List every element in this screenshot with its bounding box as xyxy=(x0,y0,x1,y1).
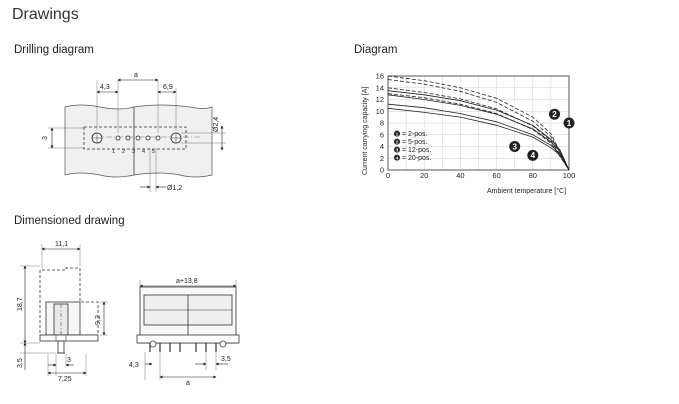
y-tick-label: 8 xyxy=(380,119,384,128)
page-title: Drawings xyxy=(12,6,79,23)
legend-entry-label: = 12-pos. xyxy=(402,147,431,154)
curve-marker-2 xyxy=(549,108,561,120)
series-line-dashed-4 xyxy=(387,75,570,171)
y-tick-label: 14 xyxy=(376,83,384,92)
diagram-heading: Diagram xyxy=(354,44,398,56)
legend-marker-1 xyxy=(394,130,400,137)
legend-marker-3 xyxy=(394,146,400,153)
legend-marker-label-2: 2 xyxy=(396,140,399,145)
legend-marker-2 xyxy=(394,138,400,145)
y-tick-label: 6 xyxy=(380,130,384,139)
curve-marker-1 xyxy=(563,117,575,129)
legend-entry-label: = 2-pos. xyxy=(402,131,428,138)
legend-entry-label: = 20-pos. xyxy=(402,155,431,162)
curve-marker-label-4: 4 xyxy=(531,151,536,160)
y-tick-label: 10 xyxy=(376,107,384,116)
y-tick-label: 2 xyxy=(380,154,384,163)
y-tick-label: 0 xyxy=(380,166,384,175)
series-line-dashed-6 xyxy=(387,87,570,171)
y-tick-label: 4 xyxy=(380,142,384,151)
legend-marker-4 xyxy=(394,154,400,161)
series-line-dashed-5 xyxy=(387,79,570,171)
x-tick-label: 20 xyxy=(420,171,428,180)
legend-entry-label: = 5-pos. xyxy=(402,139,428,146)
dimensioned-drawing-heading: Dimensioned drawing xyxy=(14,215,125,227)
chart-x-axis-label: Ambient temperature [°C] xyxy=(487,187,566,195)
curve-marker-label-3: 3 xyxy=(512,142,517,151)
x-tick-label: 100 xyxy=(563,171,576,180)
curve-marker-3 xyxy=(509,141,521,152)
curve-marker-4 xyxy=(527,149,539,161)
series-line-dashed-7 xyxy=(387,93,570,171)
y-tick-label: 16 xyxy=(376,72,384,81)
x-tick-label: 60 xyxy=(492,171,500,180)
curve-marker-label-1: 1 xyxy=(567,119,572,128)
legend-marker-label-1: 1 xyxy=(396,132,399,137)
y-tick-label: 12 xyxy=(376,95,384,104)
curve-marker-label-2: 2 xyxy=(552,110,557,119)
legend-marker-label-3: 3 xyxy=(396,148,399,153)
x-tick-label: 40 xyxy=(456,171,464,180)
drilling-diagram-heading: Drilling diagram xyxy=(14,44,94,56)
legend-marker-label-4: 4 xyxy=(396,156,399,161)
x-tick-label: 0 xyxy=(386,171,390,180)
chart-y-axis-label: Current carrying capacity [A] xyxy=(362,87,369,175)
x-tick-label: 80 xyxy=(529,171,537,180)
